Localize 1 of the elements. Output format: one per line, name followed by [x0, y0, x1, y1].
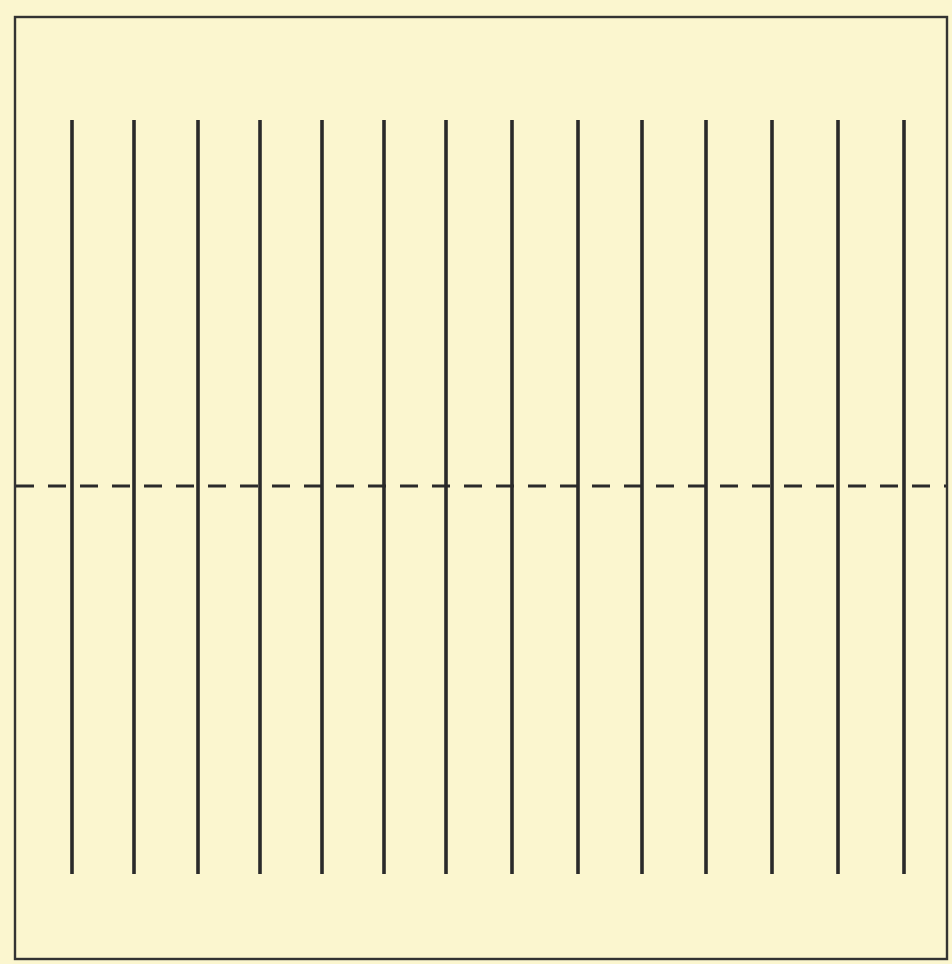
frame-outline	[13, 15, 949, 961]
